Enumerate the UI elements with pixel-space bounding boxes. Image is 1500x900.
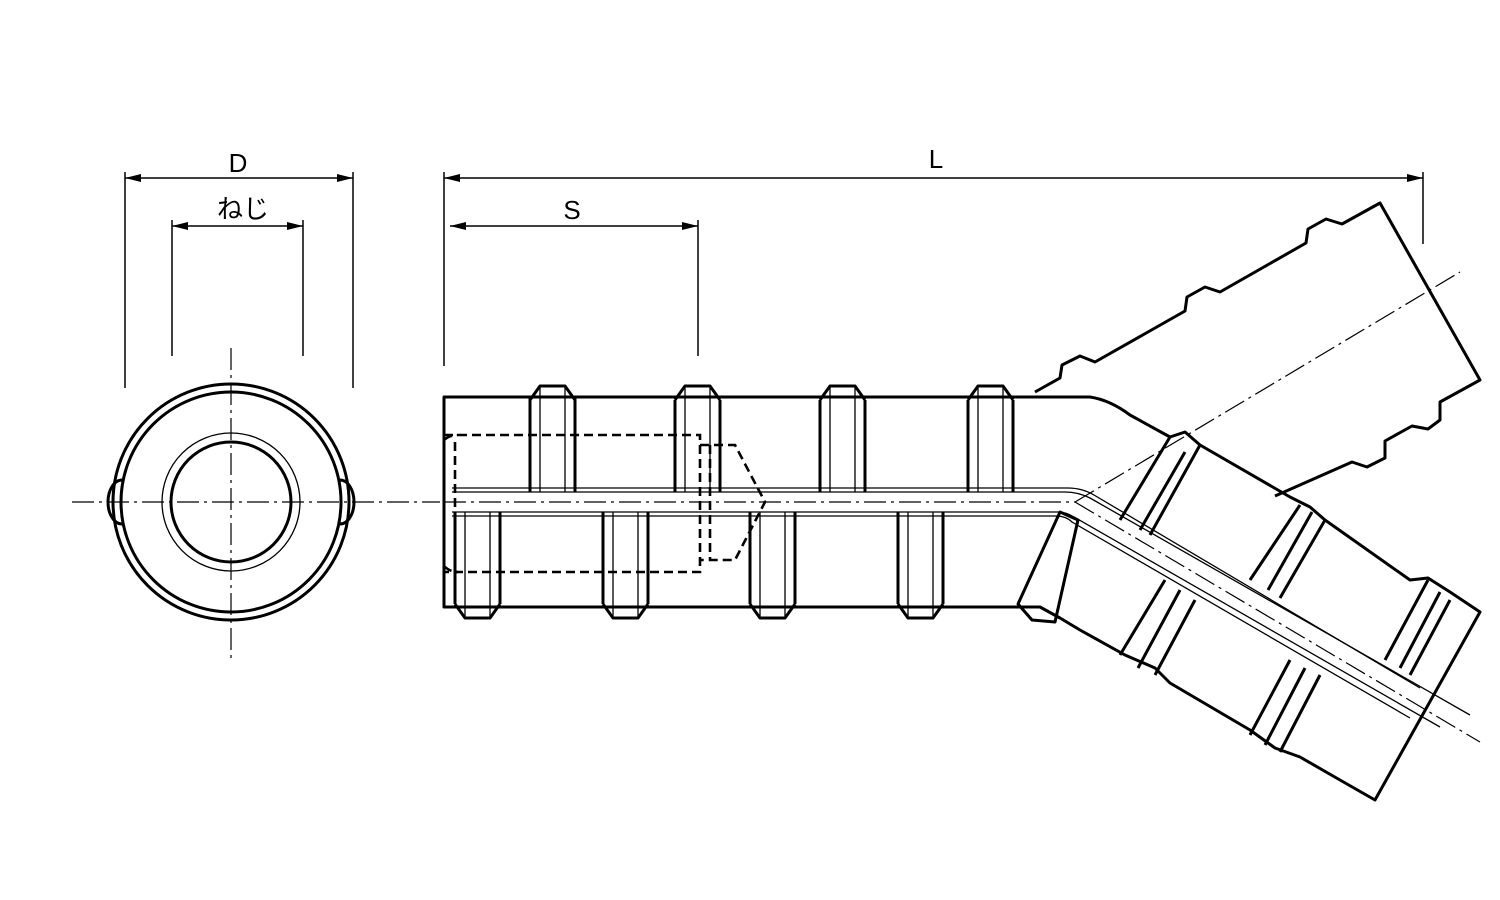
thread-major-circle [161,432,301,572]
dimension-label-thread: ねじ [217,194,269,224]
dimension-label-l: L [929,144,943,174]
body-circle [119,390,343,614]
main-body-outline [442,395,1482,802]
rib [528,384,577,492]
upper-branch-centerline [1074,271,1461,503]
rib [818,384,867,492]
bore-line-top-inner [452,487,1421,689]
upper-branch-outline [1034,201,1482,498]
bore-line-bottom-inner [452,515,1411,719]
left-rib-bump [106,478,123,526]
side-view [442,201,1482,802]
hidden-chamfer [443,433,459,574]
dimension-l: L [444,144,1424,244]
top-ribs [528,384,1015,492]
dimension-label-d: D [229,148,248,178]
rib [896,512,945,620]
bore-circle [169,440,293,564]
dimension-label-s: S [563,195,580,225]
rib [1248,504,1327,599]
rib [1118,579,1197,676]
dimension-d: D [124,148,354,388]
dimension-s: S [443,172,699,366]
bore-line-top [452,491,1471,716]
rib [1016,510,1080,624]
rib [1118,436,1202,536]
outer-circle [111,382,351,622]
lower-branch-centerline [1074,501,1481,743]
rib [601,512,650,620]
hidden-thread-outer [444,433,702,574]
end-view [72,348,440,660]
rib [748,512,797,620]
rib [1383,579,1452,676]
rib [966,384,1015,492]
right-rib-bump [339,478,356,526]
bottom-ribs [453,510,1080,624]
rib [1248,659,1322,753]
dimension-thread: ねじ [171,194,304,356]
rib [673,384,722,492]
branch-ribs [1118,436,1452,753]
rib [453,512,502,620]
